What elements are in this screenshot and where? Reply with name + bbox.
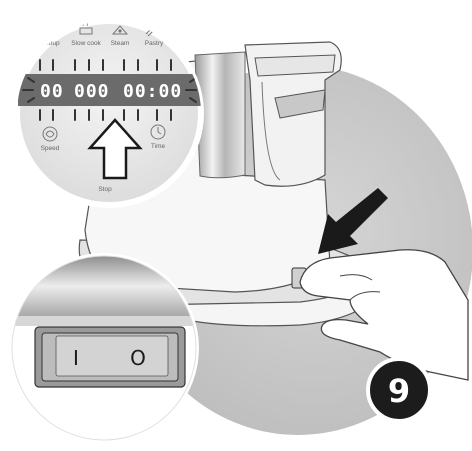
mode-label-steam: Steam <box>111 40 130 47</box>
step-badge: 9 <box>368 359 430 421</box>
step-number: 9 <box>388 372 410 410</box>
display-group-3: 00:00 <box>123 81 182 102</box>
switch-off-label: O <box>130 346 146 370</box>
mode-label-dc: Dc <box>180 40 189 47</box>
speed-label: Speed <box>41 145 60 152</box>
switch-on-label: I <box>73 346 79 370</box>
mode-label-pastry: Pastry <box>145 40 164 47</box>
stop-label: Stop <box>98 186 112 193</box>
display-group-1: 00 <box>40 81 64 102</box>
time-label: Time <box>151 143 166 150</box>
mode-label-slow-cook: Slow cook <box>71 40 101 47</box>
display-group-2: 000 <box>74 81 110 102</box>
